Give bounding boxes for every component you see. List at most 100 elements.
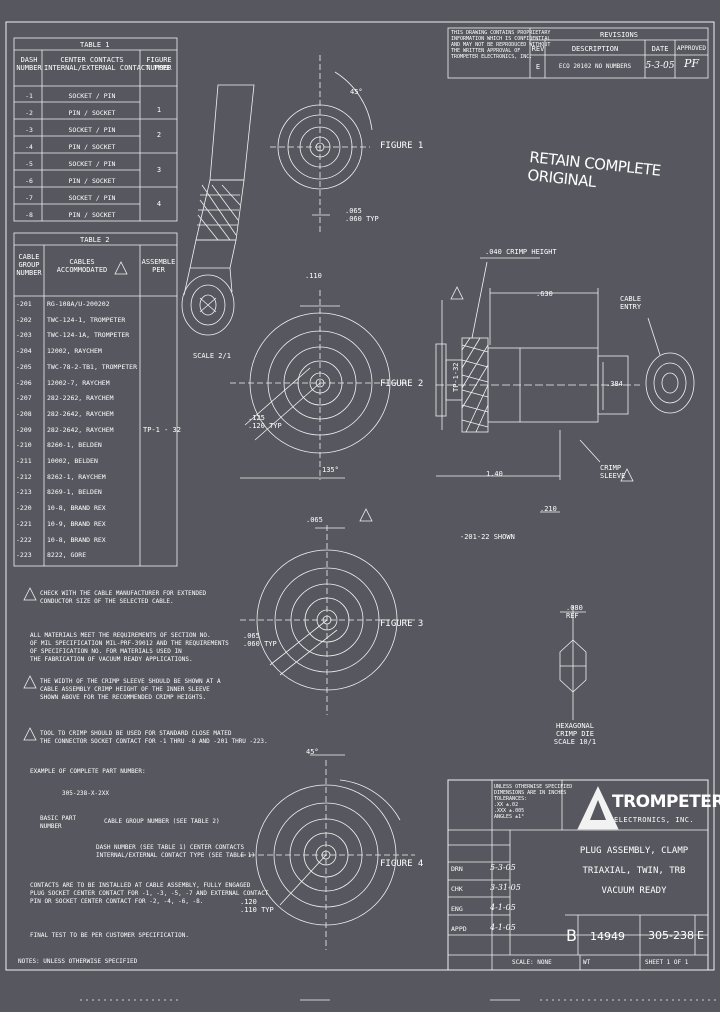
table1-contact-cell: PIN / SOCKET [68,211,116,219]
part-number-example: 305-238-X-2XX [62,790,109,797]
note-1: CHECK WITH THE CABLE MANUFACTURER FOR EX… [40,590,207,605]
table1-dash-cell: -3 [25,126,33,134]
table2-group-cell: -205 [16,362,32,371]
table2-cable-cell: 8269-1, BELDEN [47,488,102,497]
trompeter-logo-icon [577,786,619,830]
table2-cable-cell: 282-2642, RAYCHEM [47,409,114,418]
table2-group-cell: -213 [16,488,32,497]
table2-cable-cell: 10-8, BRAND REX [47,535,106,544]
dim-45-fig4: 45° [306,748,319,756]
note-4: TOOL TO CRIMP SHOULD BE USED FOR STANDAR… [40,730,268,745]
figure3-drawing [240,525,415,715]
table1-dash-cell: -1 [25,92,33,100]
part-example-cable: CABLE GROUP NUMBER (SEE TABLE 2) [104,818,220,825]
size-letter: B [566,926,577,945]
dim-630: .630 [536,290,553,298]
table1-contact-cell: SOCKET / PIN [68,92,116,100]
table2-cable-cell: 10-8, BRAND REX [47,504,106,513]
rev-header-date: DATE [651,45,669,53]
cage-code: 14949 [590,930,625,943]
revisions-grid [447,27,709,79]
tool-note: TP-1-32 [452,362,460,392]
table1-contact-cell: SOCKET / PIN [68,160,116,168]
note-5: EXAMPLE OF COMPLETE PART NUMBER: [30,768,146,775]
table1-header-contacts: CENTER CONTACTS INTERNAL/EXTERNAL CONTAC… [44,56,171,72]
signoff-role: ENG [451,905,463,913]
table1-grid [13,37,178,222]
table1-dash-cell: -4 [25,143,33,151]
crimp-sleeve-label: CRIMP SLEEVE [600,464,626,480]
table1-contact-cell: PIN / SOCKET [68,143,116,151]
table1-contact-cell: PIN / SOCKET [68,177,116,185]
wt-field: WT [583,959,591,966]
table1-title: TABLE 1 [80,41,110,49]
title-block-grid [447,779,709,971]
table1-fig-4: 4 [156,200,162,208]
figure1-drawing [270,55,373,235]
table2-group-cell: -201 [16,300,32,308]
table2-group-cell: -202 [16,315,32,324]
table2-group-cell: -209 [16,425,32,434]
table1-contact-cell: PIN / SOCKET [68,109,116,117]
table1-dash-cell: -2 [25,109,33,117]
rev-header-approved: APPROVED [677,45,706,52]
table2-cable-cell: 8262-1, RAYCHEM [47,472,106,481]
table1-dash-cell: -8 [25,211,33,219]
hex-die-caption: HEXAGONAL CRIMP DIE SCALE 10/1 [553,722,597,746]
table1-dash-cell: -5 [25,160,33,168]
dim-135-fig2: 135° [322,466,339,474]
figure2-label: FIGURE 2 [380,379,424,389]
table2-group-cell: -208 [16,409,32,418]
dim-110-fig2: .110 [305,272,322,280]
note-flag-icons [23,261,634,741]
company-sub: ELECTRONICS, INC. [614,816,695,824]
sheet-border [5,21,715,971]
drawing-rev: E [697,929,704,942]
dim-125-fig2: .125 .120 TYP [248,414,282,430]
plug-side-view [435,257,695,513]
table2-group-cell: -211 [16,457,32,465]
scale-note: SCALE 2/1 [193,352,231,360]
signoff-date: 5-3-05 [490,863,516,872]
table2-group-cell: -223 [16,551,32,560]
signoff-date: 4-1-05 [490,903,516,912]
table2-cable-cell: TWC-78-2-TB1, TROMPETER [47,362,138,371]
figure2-drawing [230,290,410,480]
figure1-label: FIGURE 1 [380,141,424,151]
figure3-label: FIGURE 3 [380,619,424,629]
table2-cable-cell: 10-9, BRAND REX [47,519,106,528]
table1-header-dash: DASH NUMBER [16,56,42,72]
table2-header-assemble: ASSEMBLE PER [141,258,176,274]
note-6: CONTACTS ARE TO BE INSTALLED AT CABLE AS… [30,882,269,905]
rev-description: ECO 20102 NO NUMBERS [558,63,632,70]
note-2: ALL MATERIALS MEET THE REQUIREMENTS OF S… [30,632,229,663]
table1-fig-3: 3 [156,166,162,174]
table2-title: TABLE 2 [80,236,110,244]
table1-dash-cell: -7 [25,194,33,202]
table2-cable-cell: 282-2642, RAYCHEM [47,425,114,434]
table2-group-cell: -206 [16,378,32,387]
title-line-3: VACUUM READY [601,886,667,896]
signoff-date: 3-31-05 [490,883,521,892]
cable-entry-label: CABLE ENTRY [620,295,642,311]
table2-cable-cell: 8222, GORE [47,551,87,560]
signoff-date: 4-1-05 [490,923,516,932]
dim-080-ref: .080 REF [566,604,583,620]
table2-group-cell: -204 [16,347,32,356]
table2-group-cell: -222 [16,535,32,544]
table1-header-figure: FIGURE NUMBER [146,56,172,72]
table2-group-cell: -207 [16,394,32,403]
table2-grid [13,232,178,567]
table2-assemble-per: TP-1 - 32 [143,426,181,434]
title-line-1: PLUG ASSEMBLY, CLAMP [579,846,689,856]
table2-cable-cell: TWC-124-1A, TROMPETER [47,331,130,340]
connector-sketch [181,84,255,336]
hex-die [559,605,587,720]
proprietary-note: THIS DRAWING CONTAINS PROPRIETARY INFORM… [451,30,551,60]
shown-note: -201-22 SHOWN [460,533,515,541]
revisions-title: REVISIONS [600,31,638,39]
table2-cable-cell: 282-2262, RAYCHEM [47,394,114,403]
table1-fig-2: 2 [156,131,162,139]
company-name: TROMPETER [612,792,720,812]
